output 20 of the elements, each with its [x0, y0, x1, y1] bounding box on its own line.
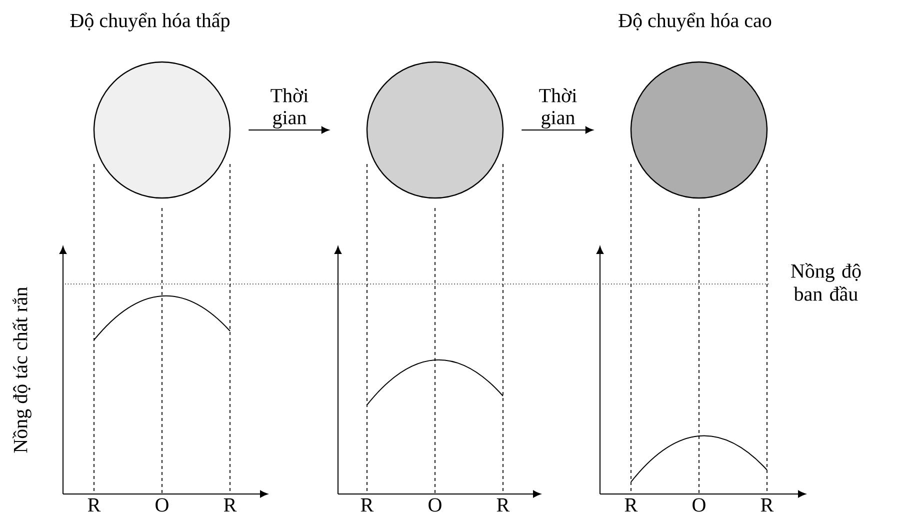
axis-tick-label: O	[428, 498, 442, 512]
arrow	[248, 126, 330, 134]
axis-label: Nồng độ tác chất rắn	[12, 286, 32, 453]
edge-label: Thời gian	[539, 88, 577, 128]
particle-circle	[93, 61, 231, 199]
heading: Độ chuyển hóa cao	[618, 12, 772, 32]
axis-tick-label: O	[692, 498, 706, 512]
reference-label: Nồng độ ban đầu	[791, 263, 861, 301]
edge-label: Thời gian	[270, 88, 308, 128]
axis-tick-label: R	[224, 498, 237, 512]
axis-tick-label: R	[496, 498, 510, 512]
axis-tick-label: R	[360, 498, 374, 512]
axis-tick-label: R	[760, 498, 774, 512]
axis-tick-label: R	[624, 498, 638, 512]
heading: Độ chuyển hóa thấp	[70, 12, 230, 32]
particle-circle	[366, 61, 504, 199]
particle-circle	[630, 61, 768, 199]
axis-tick-label: O	[156, 498, 168, 512]
arrow	[521, 126, 594, 134]
axis-tick-label: R	[88, 498, 101, 512]
